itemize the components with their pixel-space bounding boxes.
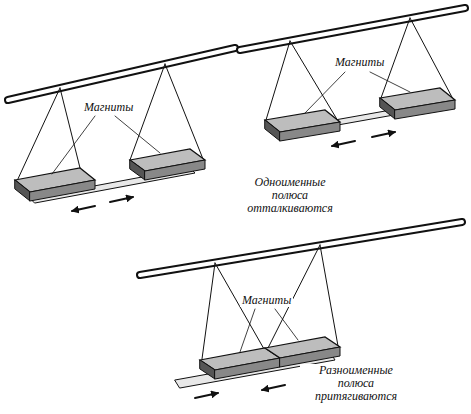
figure-label: Одноименные полюса отталкиваются — [236, 176, 344, 215]
figure-label: Магниты — [240, 294, 293, 307]
figure-label: Магниты — [333, 56, 386, 69]
figure-label: Разноименные полюса притягиваются — [300, 364, 412, 403]
figure-label: Магниты — [82, 101, 135, 114]
